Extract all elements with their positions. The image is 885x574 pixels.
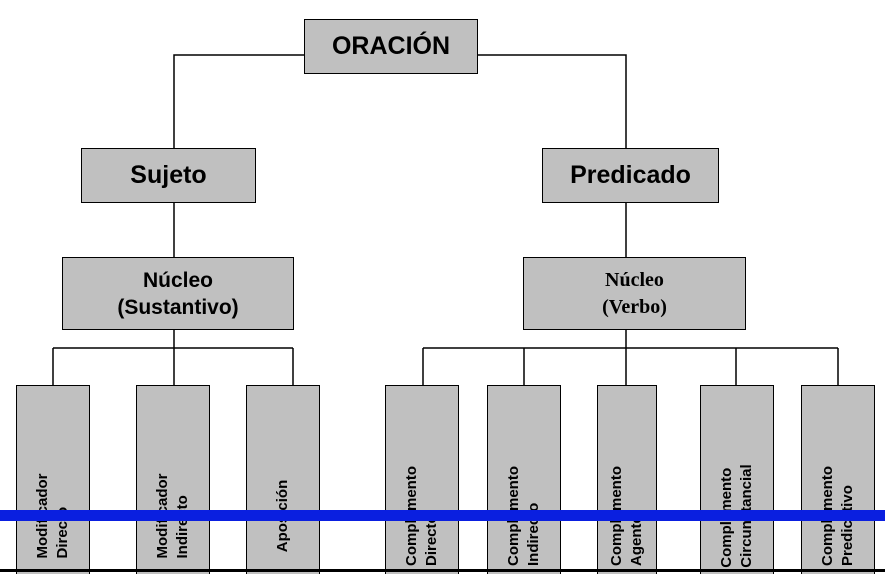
nucleo-sustantivo-line2: (Sustantivo) bbox=[117, 295, 239, 319]
leaf-complemento-indirecto: Complemento Indirecto bbox=[487, 385, 561, 574]
node-nucleo-sustantivo: Núcleo (Sustantivo) bbox=[62, 257, 294, 330]
bottom-rule bbox=[0, 569, 885, 572]
node-oracion: ORACIÓN bbox=[304, 19, 478, 74]
node-oracion-label: ORACIÓN bbox=[331, 32, 451, 60]
overlay-blue-bar bbox=[0, 510, 885, 521]
node-nucleo-verbo: Núcleo (Verbo) bbox=[523, 257, 746, 330]
connector-root-predicado bbox=[478, 54, 627, 148]
node-predicado-label: Predicado bbox=[570, 161, 691, 189]
node-predicado: Predicado bbox=[542, 148, 719, 203]
leaf-modificador-indirecto: Modificador Indirecto bbox=[136, 385, 210, 574]
leaf-complemento-circunstancial: Complemento Circunstancial bbox=[700, 385, 774, 574]
leaf-modificador-directo: Modificador Directo bbox=[16, 385, 90, 574]
nucleo-sustantivo-line1: Núcleo bbox=[142, 268, 213, 292]
node-sujeto-label: Sujeto bbox=[130, 161, 207, 189]
leaf-complemento-predicativo: Complemento Predicativo bbox=[801, 385, 875, 574]
nucleo-verbo-line1: Núcleo bbox=[605, 268, 664, 291]
leaf-complemento-directo: Complemento Directo bbox=[385, 385, 459, 574]
leaf-complemento-agente: Complemento Agente bbox=[597, 385, 657, 574]
node-sujeto: Sujeto bbox=[81, 148, 256, 203]
connector-root-sujeto bbox=[173, 54, 304, 148]
nucleo-verbo-line2: (Verbo) bbox=[602, 295, 667, 318]
leaf-aposicion: Aposición bbox=[246, 385, 320, 574]
